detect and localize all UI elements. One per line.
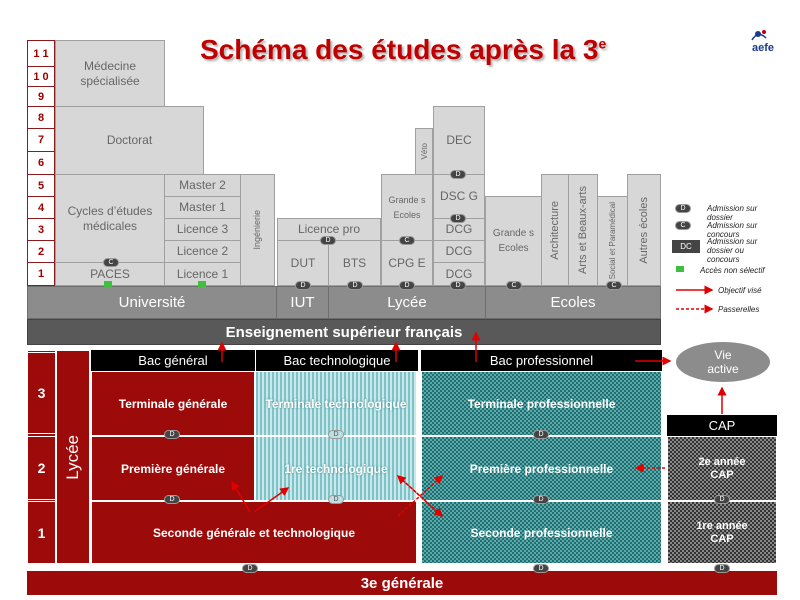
non-selective-marker: [104, 281, 112, 287]
admission-c-chip: C: [506, 281, 522, 290]
dec-box: DEC: [433, 106, 485, 175]
year-5: 5: [27, 174, 55, 197]
admission-d-chip: D: [533, 495, 549, 504]
premiere-generale-box: Première générale: [91, 436, 255, 501]
logo-text: aefe: [752, 42, 775, 54]
grandes-ecoles-box: Grande s Ecoles: [485, 196, 542, 286]
arts-box: Arts et Beaux-arts: [568, 174, 598, 286]
legend-dc-label: Admission sur dossier ou concours: [707, 237, 758, 264]
aefe-logo: aefe: [748, 28, 786, 72]
terminale-generale-box: Terminale générale: [91, 371, 255, 436]
master1-box: Master 1: [164, 196, 241, 219]
cycles-medicaux-box: Cycles d’études médicales: [55, 174, 165, 263]
year-6: 6: [27, 151, 55, 175]
year-8: 8: [27, 106, 55, 129]
admission-c-chip: C: [103, 258, 119, 267]
iut-base: IUT: [276, 286, 329, 319]
admission-d-chip: D: [714, 495, 730, 504]
bts-box: BTS: [328, 240, 381, 286]
legend-green-marker: [676, 266, 684, 272]
cap-year2-box: 2e année CAP: [667, 436, 777, 501]
lycee-year-1: 1: [27, 501, 56, 564]
admission-d-chip: D: [295, 281, 311, 290]
admission-d-chip: D: [533, 564, 549, 573]
admission-d-chip: D: [450, 170, 466, 179]
legend-objectif-label: Objectif visé: [718, 286, 762, 295]
legend-d-label: Admission sur dossier: [707, 204, 758, 222]
admission-c-chip: C: [399, 236, 415, 245]
year-10: 1 0: [27, 66, 55, 87]
admission-d-chip: D: [164, 430, 180, 439]
legend-c-chip: C: [675, 221, 691, 230]
legend-d-chip: D: [675, 204, 691, 213]
terminale-techno-box: Terminale technologique: [255, 371, 417, 436]
admission-d-chip: D: [533, 430, 549, 439]
cap-header: CAP: [667, 415, 777, 436]
universite-base: Université: [27, 286, 277, 319]
premiere-pro-box: Première professionnelle: [421, 436, 662, 501]
admission-d-chip: D: [164, 495, 180, 504]
enseignement-superieur-bar: Enseignement supérieur français: [27, 319, 661, 345]
autres-ecoles-box: Autres écoles: [627, 174, 661, 286]
doctorat-box: Doctorat: [55, 106, 204, 175]
admission-d-chip: D: [347, 281, 363, 290]
non-selective-marker: [198, 281, 206, 287]
dscg-box: DSC G: [433, 174, 485, 219]
architecture-box: Architecture: [541, 174, 569, 286]
veto-box: Véto: [415, 128, 433, 175]
vie-active-ellipse: Vie active: [676, 342, 770, 382]
cap-year1-box: 1re année CAP: [667, 501, 777, 564]
admission-d-chip: D: [242, 564, 258, 573]
year-11: 1 1: [27, 40, 55, 67]
licence1-box: Licence 1: [164, 262, 241, 286]
legend-c-label: Admission sur concours: [707, 221, 758, 239]
admission-c-chip: C: [606, 281, 622, 290]
page-title: Schéma des études après la 3e: [200, 34, 607, 65]
cpge-box: CPG E: [381, 240, 433, 286]
legend-dc-chip: DC: [672, 240, 700, 253]
admission-d-chip: D: [399, 281, 415, 290]
licence3-box: Licence 3: [164, 218, 241, 241]
legend-passerelles-label: Passerelles: [718, 305, 760, 314]
bac-techno-header: Bac technologique: [256, 350, 418, 371]
admission-d-chip: D: [328, 430, 344, 439]
lycee-side-label: Lycée: [56, 350, 90, 564]
medecine-specialisee-box: Médecine spécialisée: [55, 40, 165, 107]
admission-d-chip: D: [450, 214, 466, 223]
bac-pro-header: Bac professionnel: [421, 350, 662, 371]
admission-d-chip: D: [714, 564, 730, 573]
lycee-year-3: 3: [27, 352, 56, 434]
orientation-arrow: [253, 487, 290, 513]
dcg2-box: DCG: [433, 240, 485, 263]
logo-emblem-icon: [751, 30, 767, 41]
bac-general-header: Bac général: [91, 350, 255, 371]
admission-d-chip: D: [320, 236, 336, 245]
admission-d-chip: D: [450, 281, 466, 290]
dcg3-box: DCG: [433, 218, 485, 241]
seconde-pro-box: Seconde professionnelle: [421, 501, 662, 564]
dcg1-box: DCG: [433, 262, 485, 286]
grandes-ecoles-lycee-box: Grande s Ecoles: [381, 174, 433, 241]
orientation-arrow: [231, 480, 251, 513]
ingenierie-box: Ingénierie: [240, 174, 275, 286]
troisieme-generale-bar: 3e générale: [27, 571, 777, 595]
admission-d-chip: D: [328, 495, 344, 504]
year-1: 1: [27, 262, 55, 286]
legend-green-label: Accès non sélectif: [700, 266, 765, 275]
lycee-year-2: 2: [27, 436, 56, 500]
ecoles-base: Ecoles: [485, 286, 661, 319]
